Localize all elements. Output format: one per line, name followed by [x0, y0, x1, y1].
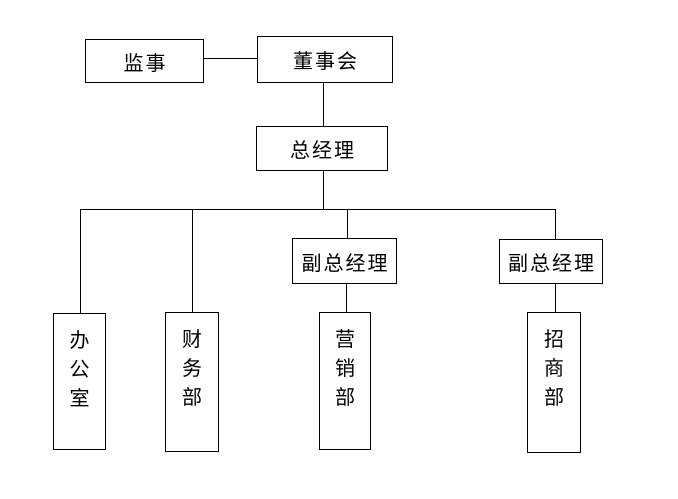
connector-bus-office	[80, 209, 81, 313]
connector-bus-finance	[192, 209, 193, 312]
connector-board-general-manager	[323, 83, 324, 126]
connector-deputy-gm-left-marketing	[346, 284, 347, 312]
connector-bus-deputy-gm-right	[555, 209, 556, 239]
node-office: 办 公 室	[53, 313, 106, 450]
connector-bus-horizontal	[80, 209, 556, 210]
connector-deputy-gm-right-investment	[555, 284, 556, 312]
node-investment-department: 招 商 部	[527, 312, 581, 453]
node-deputy-general-manager-left: 副总经理	[292, 238, 397, 284]
connector-general-manager-bus	[323, 171, 324, 210]
connector-supervisor-board	[204, 58, 257, 59]
node-board-of-directors: 董事会	[257, 36, 393, 83]
connector-bus-deputy-gm-left	[347, 209, 348, 238]
node-supervisor: 监事	[85, 39, 204, 83]
node-marketing-department: 营 销 部	[319, 312, 371, 450]
node-general-manager: 总经理	[256, 126, 388, 171]
node-deputy-general-manager-right: 副总经理	[499, 239, 603, 284]
node-finance-department: 财 务 部	[165, 312, 219, 452]
